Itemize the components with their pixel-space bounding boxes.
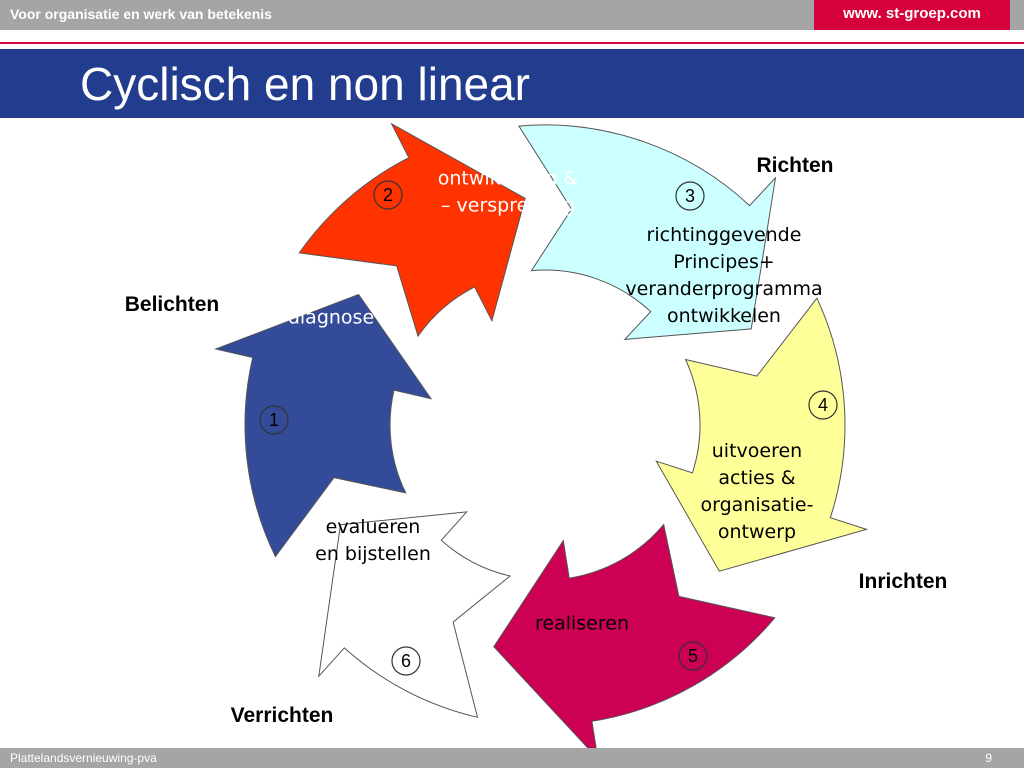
step-badge-circle — [808, 390, 838, 420]
step-badge-circle — [373, 180, 403, 210]
step-badge-number: 1 — [269, 410, 279, 430]
step-badge-number: 6 — [401, 651, 411, 671]
phase-label-belichten: Belichten — [125, 293, 220, 316]
step-badge-number: 3 — [685, 186, 695, 206]
tagline: Voor organisatie en werk van betekenis — [10, 6, 272, 22]
phase-label-inrichten: Inrichten — [859, 570, 948, 593]
segment-5-label-line: realiseren — [535, 613, 629, 635]
step-badge-circle — [675, 181, 705, 211]
step-badge-number: 2 — [383, 185, 393, 205]
footer-text: Plattelandsvernieuwing-pva — [10, 751, 157, 765]
segment-4-label-line: uitvoeren — [712, 440, 802, 462]
step-badge-circle — [678, 641, 708, 671]
step-badge-circle — [259, 405, 289, 435]
segment-3-label-line: Principes+ — [673, 251, 775, 273]
segment-3-label-line: richtinggevende — [647, 224, 802, 246]
segment-6-label-line: evalueren — [326, 516, 421, 538]
cycle-arrow-1 — [213, 293, 433, 558]
cycle-arrow-4 — [655, 297, 869, 572]
cycle-arrow-2 — [298, 122, 526, 338]
step-badge-circle — [391, 646, 421, 676]
phase-label-richten: Richten — [756, 154, 833, 177]
cycle-arrow-5 — [493, 523, 776, 761]
cycle-arrow-6 — [318, 511, 512, 718]
phase-label-verrichten: Verrichten — [231, 704, 334, 727]
step-badge-number: 5 — [688, 646, 698, 666]
website-url[interactable]: www. st-groep.com — [814, 0, 1010, 30]
segment-3-label-line: ontwikkelen — [667, 305, 781, 327]
step-badge-number: 4 — [818, 395, 828, 415]
title-accent-line — [0, 42, 1024, 44]
segment-6-label-line: en bijstellen — [315, 543, 431, 565]
title-band — [0, 49, 1024, 118]
footer-bar: Plattelandsvernieuwing-pva 9 — [0, 748, 1024, 768]
segment-4-label-line: organisatie- — [701, 494, 814, 516]
segment-1-label-line: diagnose — [288, 307, 374, 329]
cycle-arrow-3 — [518, 124, 777, 341]
slide-title: Cyclisch en non linear — [80, 58, 531, 110]
segment-3-label-line: veranderprogramma — [625, 278, 822, 300]
segment-2-label-line: ontwikkeling & — [438, 168, 579, 190]
page-number: 9 — [985, 751, 992, 765]
segment-2-label-line: – verspreiding — [441, 195, 575, 217]
segment-4-label-line: acties & — [718, 467, 795, 489]
segment-2-label-line: visie — [486, 141, 529, 163]
segment-4-label-line: ontwerp — [718, 521, 796, 543]
